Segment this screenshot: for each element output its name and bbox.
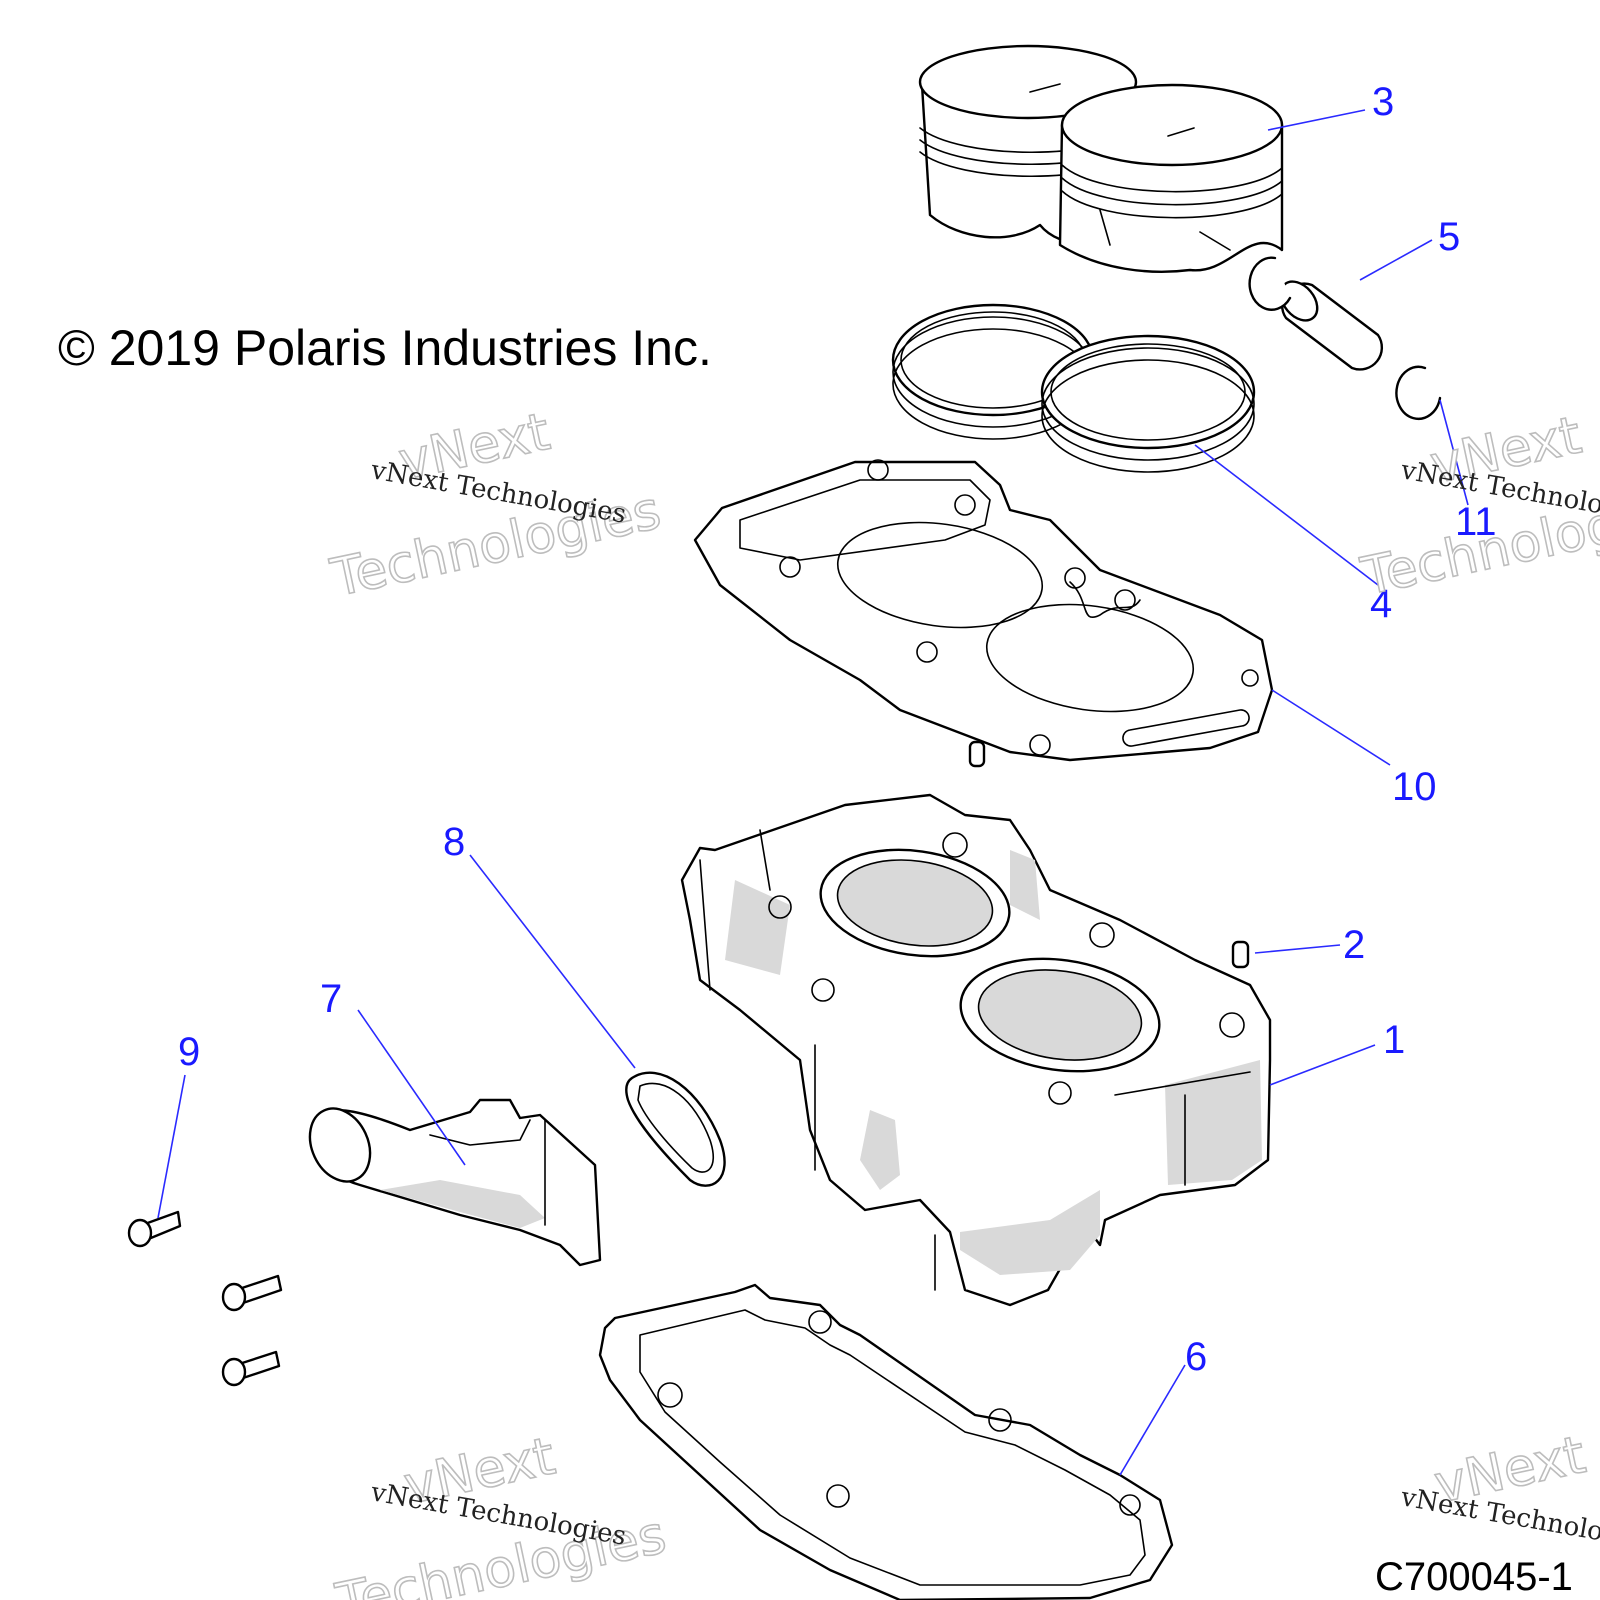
callout-8[interactable]: 8 xyxy=(443,820,465,864)
circlip-bottom xyxy=(1395,365,1442,420)
callout-7[interactable]: 7 xyxy=(320,977,342,1021)
callout-9[interactable]: 9 xyxy=(178,1030,200,1074)
piston-ring-right xyxy=(1040,334,1256,473)
figure-id: C700045-1 xyxy=(1375,1555,1573,1599)
cylinder-block xyxy=(680,793,1272,1307)
bolt-2 xyxy=(221,1274,283,1312)
callout-1[interactable]: 1 xyxy=(1383,1018,1405,1062)
dowel-pin xyxy=(1231,940,1250,969)
callout-2[interactable]: 2 xyxy=(1343,923,1365,967)
callout-3[interactable]: 3 xyxy=(1372,80,1394,124)
callout-5[interactable]: 5 xyxy=(1438,215,1460,259)
callout-11[interactable]: 11 xyxy=(1455,500,1497,544)
callout-4[interactable]: 4 xyxy=(1370,582,1392,626)
base-gasket xyxy=(598,1283,1174,1600)
leader-lines xyxy=(157,109,1469,1476)
coolant-elbow xyxy=(308,1098,602,1267)
head-gasket xyxy=(693,459,1274,762)
callout-6[interactable]: 6 xyxy=(1185,1335,1207,1379)
piston-pin xyxy=(1279,280,1384,371)
bolt-1 xyxy=(127,1210,182,1248)
circlip-top xyxy=(1248,256,1292,311)
copyright-notice: © 2019 Polaris Industries Inc. xyxy=(58,320,712,376)
elbow-seal xyxy=(625,1071,726,1187)
piston-right xyxy=(1058,83,1284,273)
dowel-pin-upper xyxy=(968,740,986,768)
bolt-3 xyxy=(221,1350,281,1387)
callout-10[interactable]: 10 xyxy=(1392,765,1437,809)
